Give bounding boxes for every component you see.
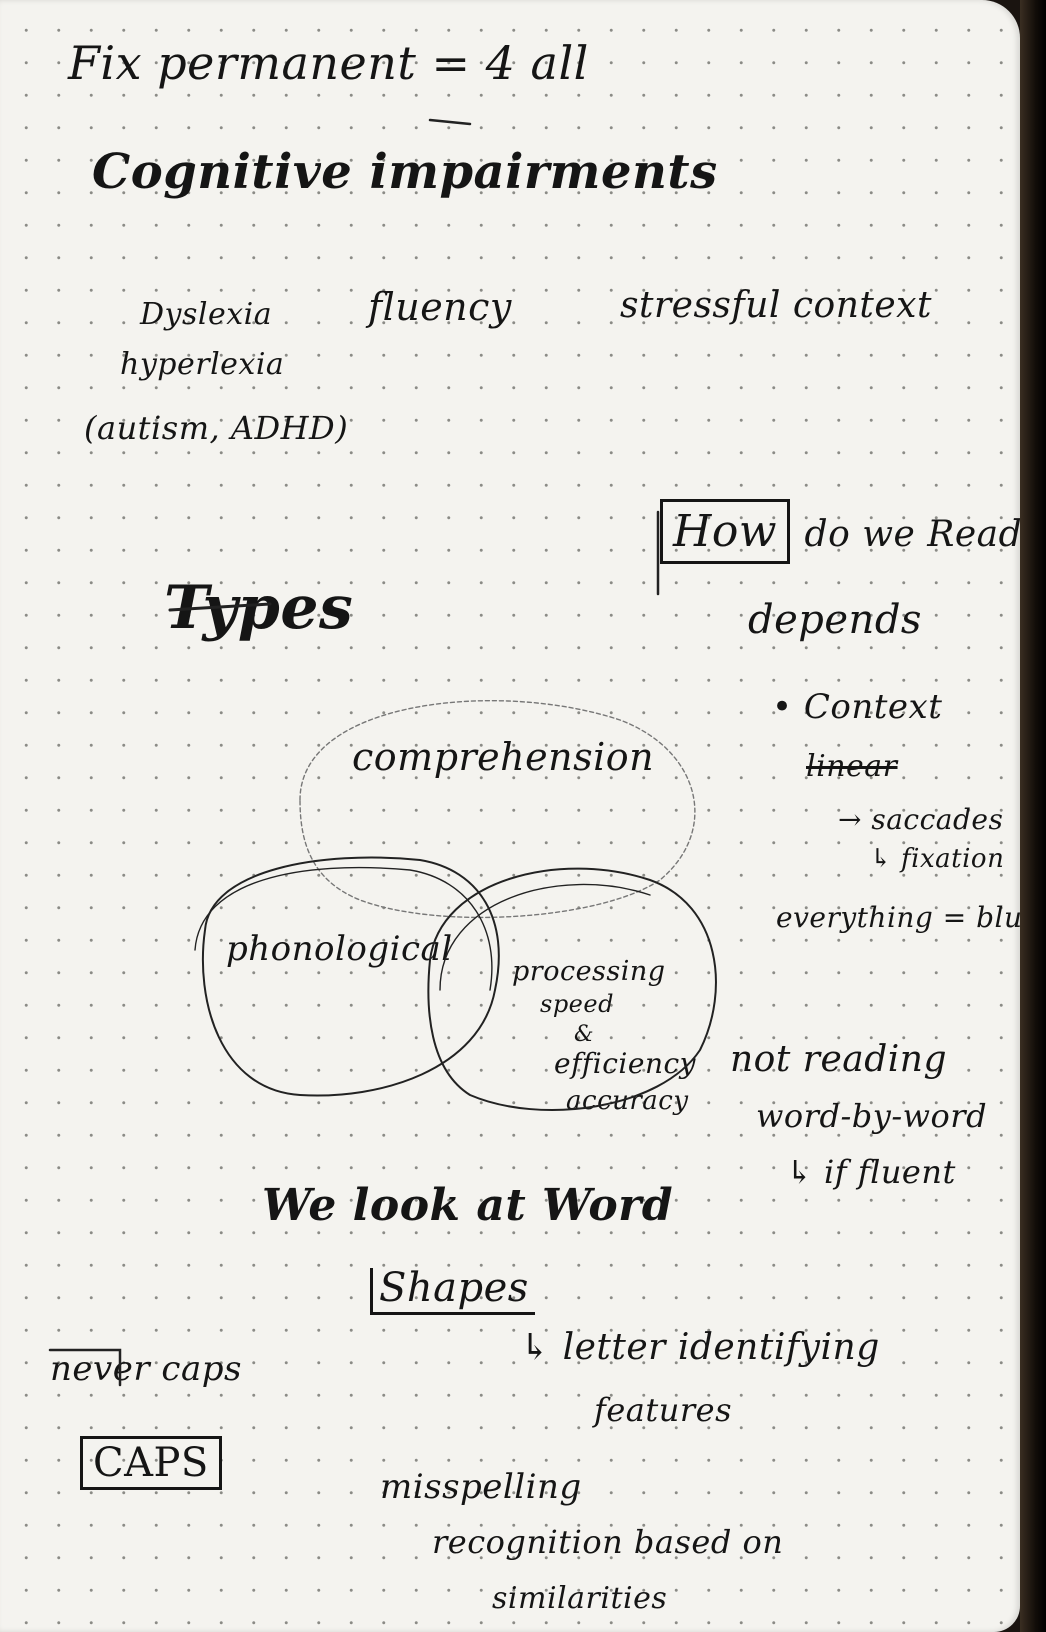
pen-marks-overlay bbox=[48, 118, 717, 1387]
note-caps-boxed: CAPS bbox=[80, 1436, 222, 1490]
venn-processing: processing bbox=[512, 956, 666, 987]
note-autism-adhd: (autism, ADHD) bbox=[84, 409, 349, 447]
venn-phonological: phonological bbox=[226, 929, 453, 969]
notebook-page: Fix permanent = 4 all Cognitive impairme… bbox=[0, 0, 1020, 1632]
venn-accuracy: accuracy bbox=[566, 1086, 689, 1116]
note-if-fluent: ↳ if fluent bbox=[786, 1153, 956, 1191]
note-context: • Context bbox=[772, 687, 943, 727]
note-letter-identifying: ↳ letter identifying bbox=[520, 1327, 880, 1368]
note-never-caps: never caps bbox=[50, 1349, 242, 1389]
note-word-by-word: word-by-word bbox=[756, 1097, 988, 1135]
note-misspelling: misspelling bbox=[380, 1467, 582, 1507]
venn-efficiency: efficiency bbox=[554, 1047, 696, 1080]
note-depends: depends bbox=[748, 597, 922, 643]
heading-how-do-we-read: How do we Read bbox=[660, 499, 1020, 564]
notebook-spine bbox=[1020, 0, 1046, 1632]
fix-dash bbox=[428, 118, 472, 126]
types-strike bbox=[168, 602, 272, 612]
note-not-reading: not reading bbox=[730, 1039, 948, 1080]
boxed-how: How bbox=[660, 499, 791, 564]
heading-cognitive-impairments: Cognitive impairments bbox=[92, 144, 718, 200]
note-hyperlexia: hyperlexia bbox=[120, 347, 285, 382]
venn-circle-phonological bbox=[201, 856, 500, 1097]
venn-ampersand: & bbox=[574, 1022, 595, 1047]
note-recognition: recognition based on bbox=[432, 1523, 784, 1561]
venn-circle-processing bbox=[427, 867, 717, 1111]
never-box bbox=[48, 1348, 122, 1387]
note-similarities: similarities bbox=[492, 1581, 668, 1616]
note-fix-permanent: Fix permanent = 4 all bbox=[68, 36, 589, 90]
venn-circle-phonological-2 bbox=[194, 866, 493, 991]
note-shapes: Shapes bbox=[370, 1268, 535, 1315]
note-features: features bbox=[594, 1391, 732, 1429]
note-saccades: → saccades bbox=[838, 803, 1004, 836]
note-we-look-at-word: We look at Word bbox=[262, 1180, 674, 1231]
venn-comprehension: comprehension bbox=[352, 735, 655, 779]
venn-speed: speed bbox=[540, 990, 614, 1018]
note-stressful-context: stressful context bbox=[620, 285, 932, 326]
venn-circle-comprehension bbox=[299, 700, 696, 919]
note-dyslexia: Dyslexia bbox=[140, 297, 273, 332]
note-fixation: ↳ fixation bbox=[870, 844, 1005, 874]
note-everything-blurry: everything = blurry bbox=[776, 901, 1020, 934]
how-rest: do we Read bbox=[804, 514, 1020, 555]
note-linear: linear bbox=[806, 749, 898, 784]
note-fluency: fluency bbox=[368, 285, 512, 329]
venn-circle-processing-2 bbox=[439, 883, 651, 991]
